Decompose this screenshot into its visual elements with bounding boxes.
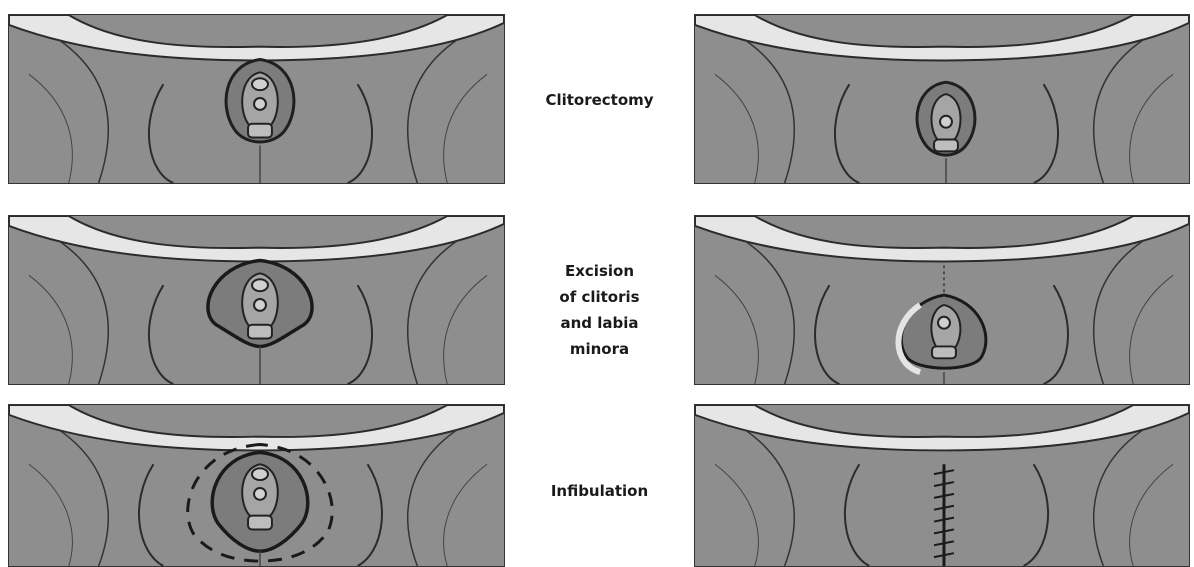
- row1-after-illustration: [694, 14, 1190, 184]
- row2-after-illustration: [694, 215, 1190, 385]
- intact-illustration-with-cut-lines: [9, 405, 504, 566]
- intact-illustration: [9, 216, 504, 384]
- intact-illustration: [9, 15, 504, 183]
- label-line: Infibulation: [505, 478, 694, 504]
- clitorectomy-label: Clitorectomy: [505, 87, 694, 113]
- label-line: Excision: [505, 258, 694, 284]
- label-line: minora: [505, 336, 694, 362]
- row2-before-illustration: [8, 215, 505, 385]
- infibulation-label: Infibulation: [505, 478, 694, 504]
- row3-after-illustration: [694, 404, 1190, 567]
- excision-result-illustration: [695, 216, 1189, 384]
- row1-before-illustration: [8, 14, 505, 184]
- infibulation-result-illustration: [695, 405, 1189, 566]
- row3-before-illustration: [8, 404, 505, 567]
- label-line: of clitoris: [505, 284, 694, 310]
- label-line: Clitorectomy: [505, 87, 694, 113]
- clitorectomy-result-illustration: [695, 15, 1189, 183]
- label-line: and labia: [505, 310, 694, 336]
- excision-label: Excision of clitoris and labia minora: [505, 258, 694, 362]
